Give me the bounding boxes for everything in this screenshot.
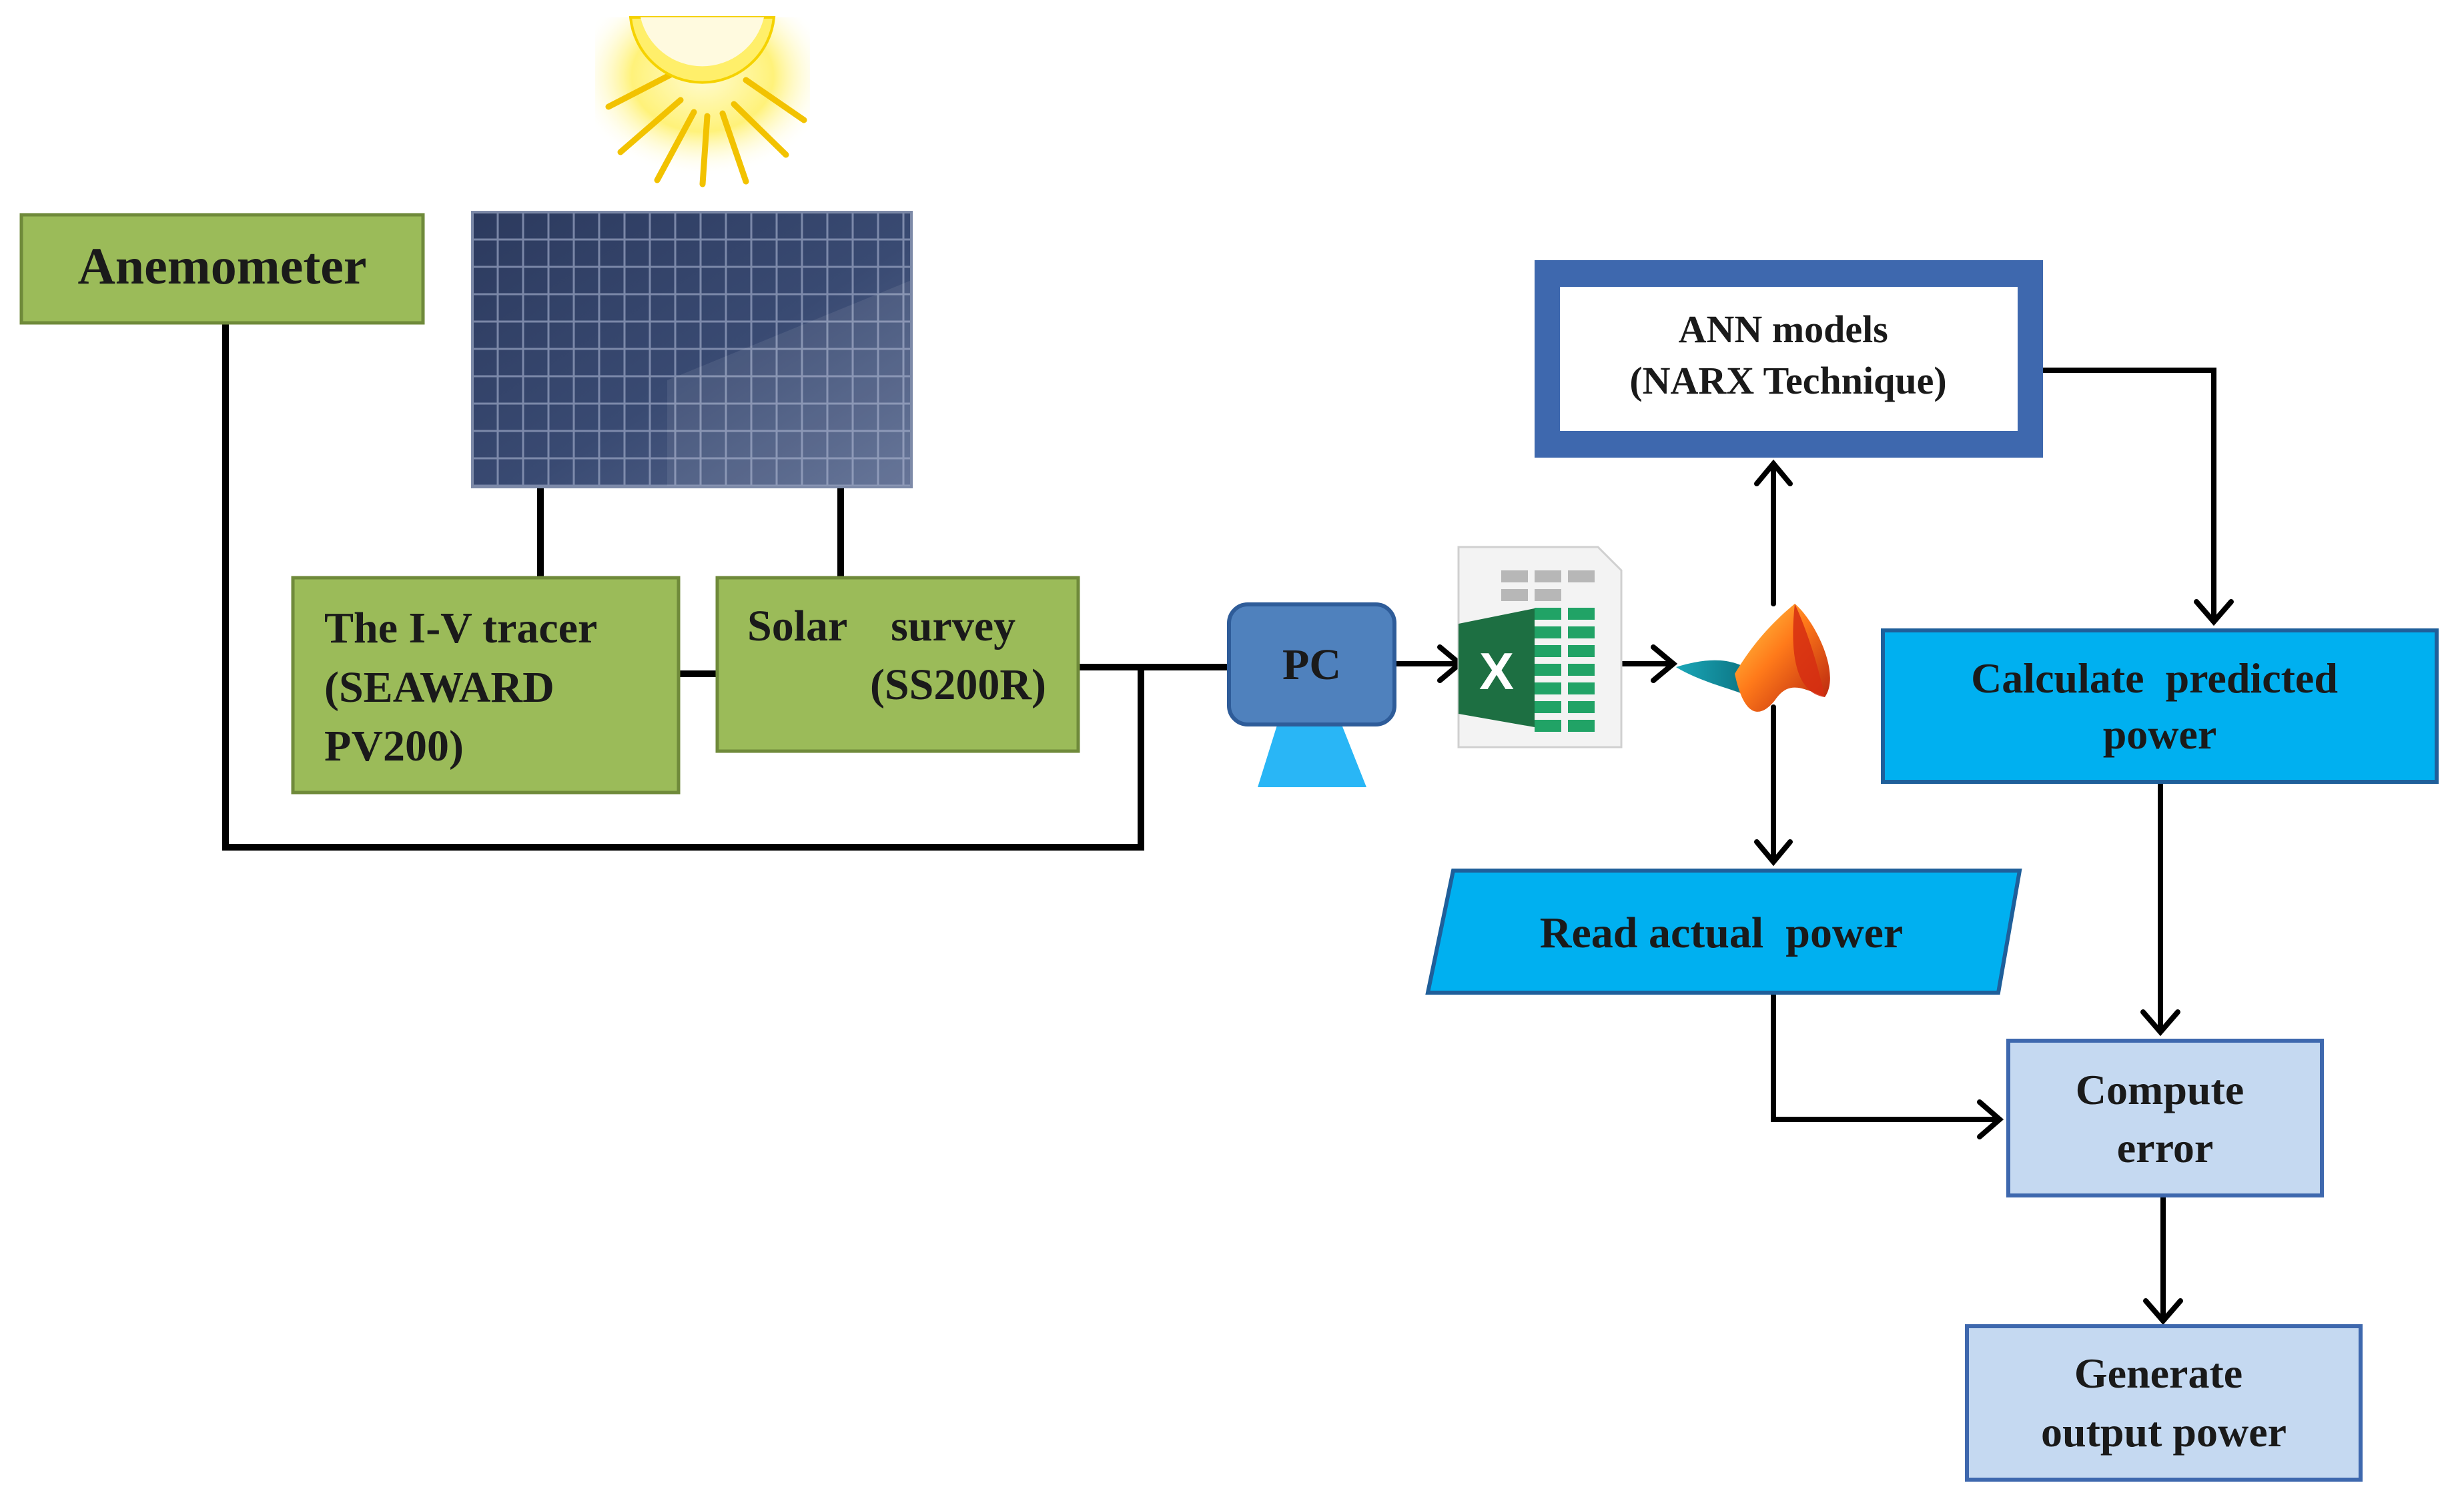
compute-error-block: Compute error (2006, 1039, 2324, 1197)
iv-tracer-line-2: (SEAWARD (324, 663, 554, 712)
matlab-icon (1676, 604, 1830, 712)
solar-survey-line-2: (SS200R) (870, 660, 1046, 709)
wire-anemometer (222, 320, 1144, 851)
wires (222, 320, 1232, 851)
ann-models-line-1: ANN models (1679, 308, 1888, 351)
iv-tracer-block: The I-V tracer (SEAWARD PV200) (291, 576, 681, 795)
solar-survey-block: Solar survey (SS200R) (715, 576, 1080, 753)
generate-output-line-1: Generate (2074, 1350, 2242, 1397)
sun-icon (595, 16, 810, 187)
iv-tracer-line-3: PV200) (324, 722, 464, 771)
iv-tracer-line-1: The I-V tracer (324, 604, 596, 652)
generate-output-block: Generate output power (1965, 1324, 2363, 1482)
excel-icon: X (1457, 546, 1623, 748)
svg-text:Compute error: Compute error (2076, 1066, 2254, 1171)
generate-output-line-2: output power (2041, 1408, 2287, 1456)
calculate-power-line-1: Calculate predicted (1971, 654, 2338, 702)
compute-error-line-1: Compute (2076, 1066, 2244, 1113)
svg-text:Generate output power: Generate output power (2041, 1350, 2287, 1456)
anemometer-block: Anemometer (19, 213, 425, 325)
anemometer-label: Anemometer (77, 237, 366, 295)
svg-text:Solar survey (SS200R): Solar survey (SS200R) (747, 602, 1046, 709)
solar-survey-line-1: Solar survey (747, 602, 1015, 650)
arrows (1392, 368, 2234, 1326)
computer-icon: PC (1227, 602, 1396, 787)
compute-error-line-2: error (2117, 1124, 2213, 1171)
arrow-ann-calc (2040, 368, 2216, 623)
read-actual-power-block: Read actual power (1425, 869, 2022, 995)
arrow-read-compute (1771, 993, 2001, 1122)
ann-models-block: ANN models (NARX Technique) (1535, 260, 2043, 458)
excel-x-label: X (1479, 642, 1514, 700)
svg-text:Calculate predicted pow: Calculate predicted power (1971, 654, 2349, 758)
svg-text:ANN models (NARX Techniq: ANN models (NARX Technique) (1629, 308, 1946, 402)
svg-text:The I-V tracer (SEAWARD: The I-V tracer (SEAWARD PV200) (324, 604, 608, 771)
read-actual-power-label: Read actual power (1540, 909, 1903, 957)
ann-models-line-2: (NARX Technique) (1629, 359, 1946, 402)
calculate-power-line-2: power (2103, 710, 2217, 758)
pc-label: PC (1282, 640, 1341, 689)
calculate-power-block: Calculate predicted power (1881, 628, 2439, 784)
solar-panel-icon (471, 211, 913, 488)
